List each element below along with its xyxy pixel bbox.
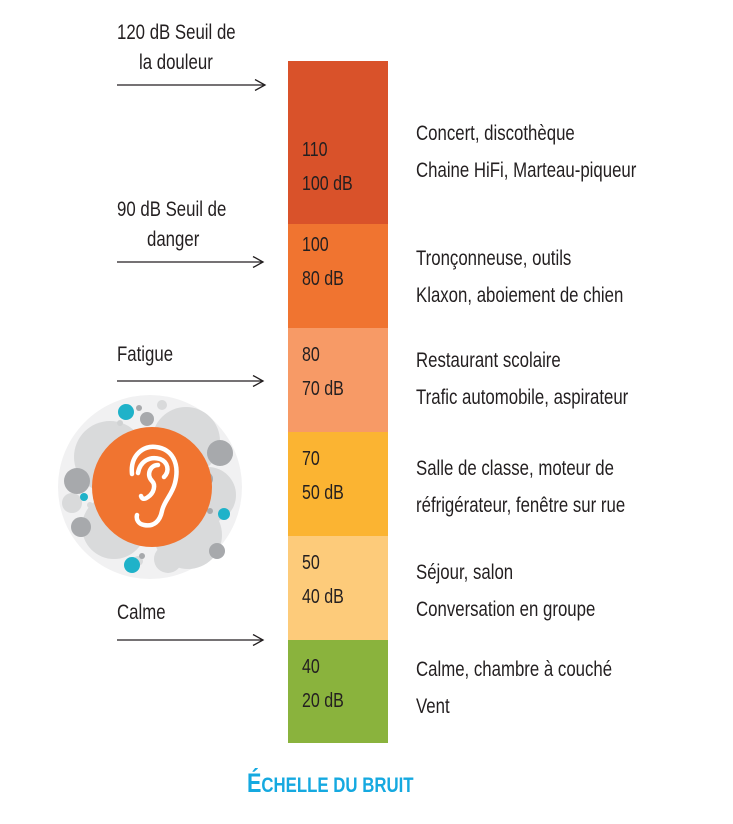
segment-top-value: 80	[302, 344, 320, 366]
label-line: danger	[147, 228, 200, 251]
description-70: Salle de classe, moteur de réfrigérateur…	[416, 450, 677, 524]
description-40: Calme, chambre à couché Vent	[416, 651, 661, 725]
segment-top-value: 50	[302, 552, 320, 574]
segment-top-value: 110	[302, 139, 328, 161]
scale-segment-70: 70 50 dB	[288, 432, 388, 536]
description-line: Trafic automobile, aspirateur	[416, 386, 629, 409]
arrow-right-icon	[117, 79, 267, 91]
description-line: Concert, discothèque	[416, 122, 575, 145]
ear-icon	[129, 444, 179, 528]
description-line: réfrigérateur, fenêtre sur rue	[416, 494, 626, 517]
description-line: Klaxon, aboiement de chien	[416, 284, 624, 307]
label-line: la douleur	[139, 51, 213, 74]
description-line: Tronçonneuse, outils	[416, 247, 572, 270]
decibel-scale-bar: 110 100 dB 100 80 dB 80 70 dB 70 50 dB 5…	[288, 61, 388, 743]
description-line: Chaine HiFi, Marteau-piqueur	[416, 159, 637, 182]
segment-top-value: 40	[302, 656, 320, 678]
label-fatigue: Fatigue	[117, 340, 187, 370]
segment-bottom-value: 40 dB	[302, 586, 344, 608]
chart-title: ÉCHELLE DU BRUIT	[247, 768, 455, 799]
label-line: Fatigue	[117, 343, 174, 366]
label-line: 90 dB Seuil de	[117, 198, 227, 221]
description-line: Séjour, salon	[416, 561, 514, 584]
arrow-right-icon	[117, 634, 265, 646]
description-50: Séjour, salon Conversation en groupe	[416, 554, 640, 628]
segment-bottom-value: 20 dB	[302, 690, 344, 712]
ear-badge	[58, 395, 242, 579]
description-line: Restaurant scolaire	[416, 349, 561, 372]
label-line: 120 dB Seuil de	[117, 21, 236, 44]
scale-segment-40: 40 20 dB	[288, 640, 388, 743]
segment-top-value: 100	[302, 234, 329, 256]
scale-segment-110: 110 100 dB	[288, 61, 388, 224]
label-line: Calme	[117, 601, 166, 624]
segment-bottom-value: 80 dB	[302, 268, 344, 290]
scale-segment-100: 100 80 dB	[288, 224, 388, 328]
title-initial: É	[247, 768, 262, 798]
description-line: Vent	[416, 695, 450, 718]
label-calm: Calme	[117, 598, 178, 628]
segment-top-value: 70	[302, 448, 320, 470]
segment-bottom-value: 50 dB	[302, 482, 344, 504]
description-line: Conversation en groupe	[416, 598, 596, 621]
scale-segment-50: 50 40 dB	[288, 536, 388, 640]
arrow-right-icon	[117, 256, 265, 268]
description-line: Calme, chambre à couché	[416, 658, 613, 681]
label-pain-threshold: 120 dB Seuil de la douleur	[117, 18, 265, 78]
segment-bottom-value: 100 dB	[302, 173, 353, 195]
segment-bottom-value: 70 dB	[302, 378, 344, 400]
description-line: Salle de classe, moteur de	[416, 457, 614, 480]
scale-segment-80: 80 70 dB	[288, 328, 388, 432]
arrow-right-icon	[117, 375, 265, 387]
description-100: Tronçonneuse, outils Klaxon, aboiement d…	[416, 240, 675, 314]
description-80: Restaurant scolaire Trafic automobile, a…	[416, 342, 681, 416]
label-danger-threshold: 90 dB Seuil de danger	[117, 195, 254, 255]
title-rest: CHELLE DU BRUIT	[261, 774, 414, 797]
description-110: Concert, discothèque Chaine HiFi, Martea…	[416, 115, 691, 189]
